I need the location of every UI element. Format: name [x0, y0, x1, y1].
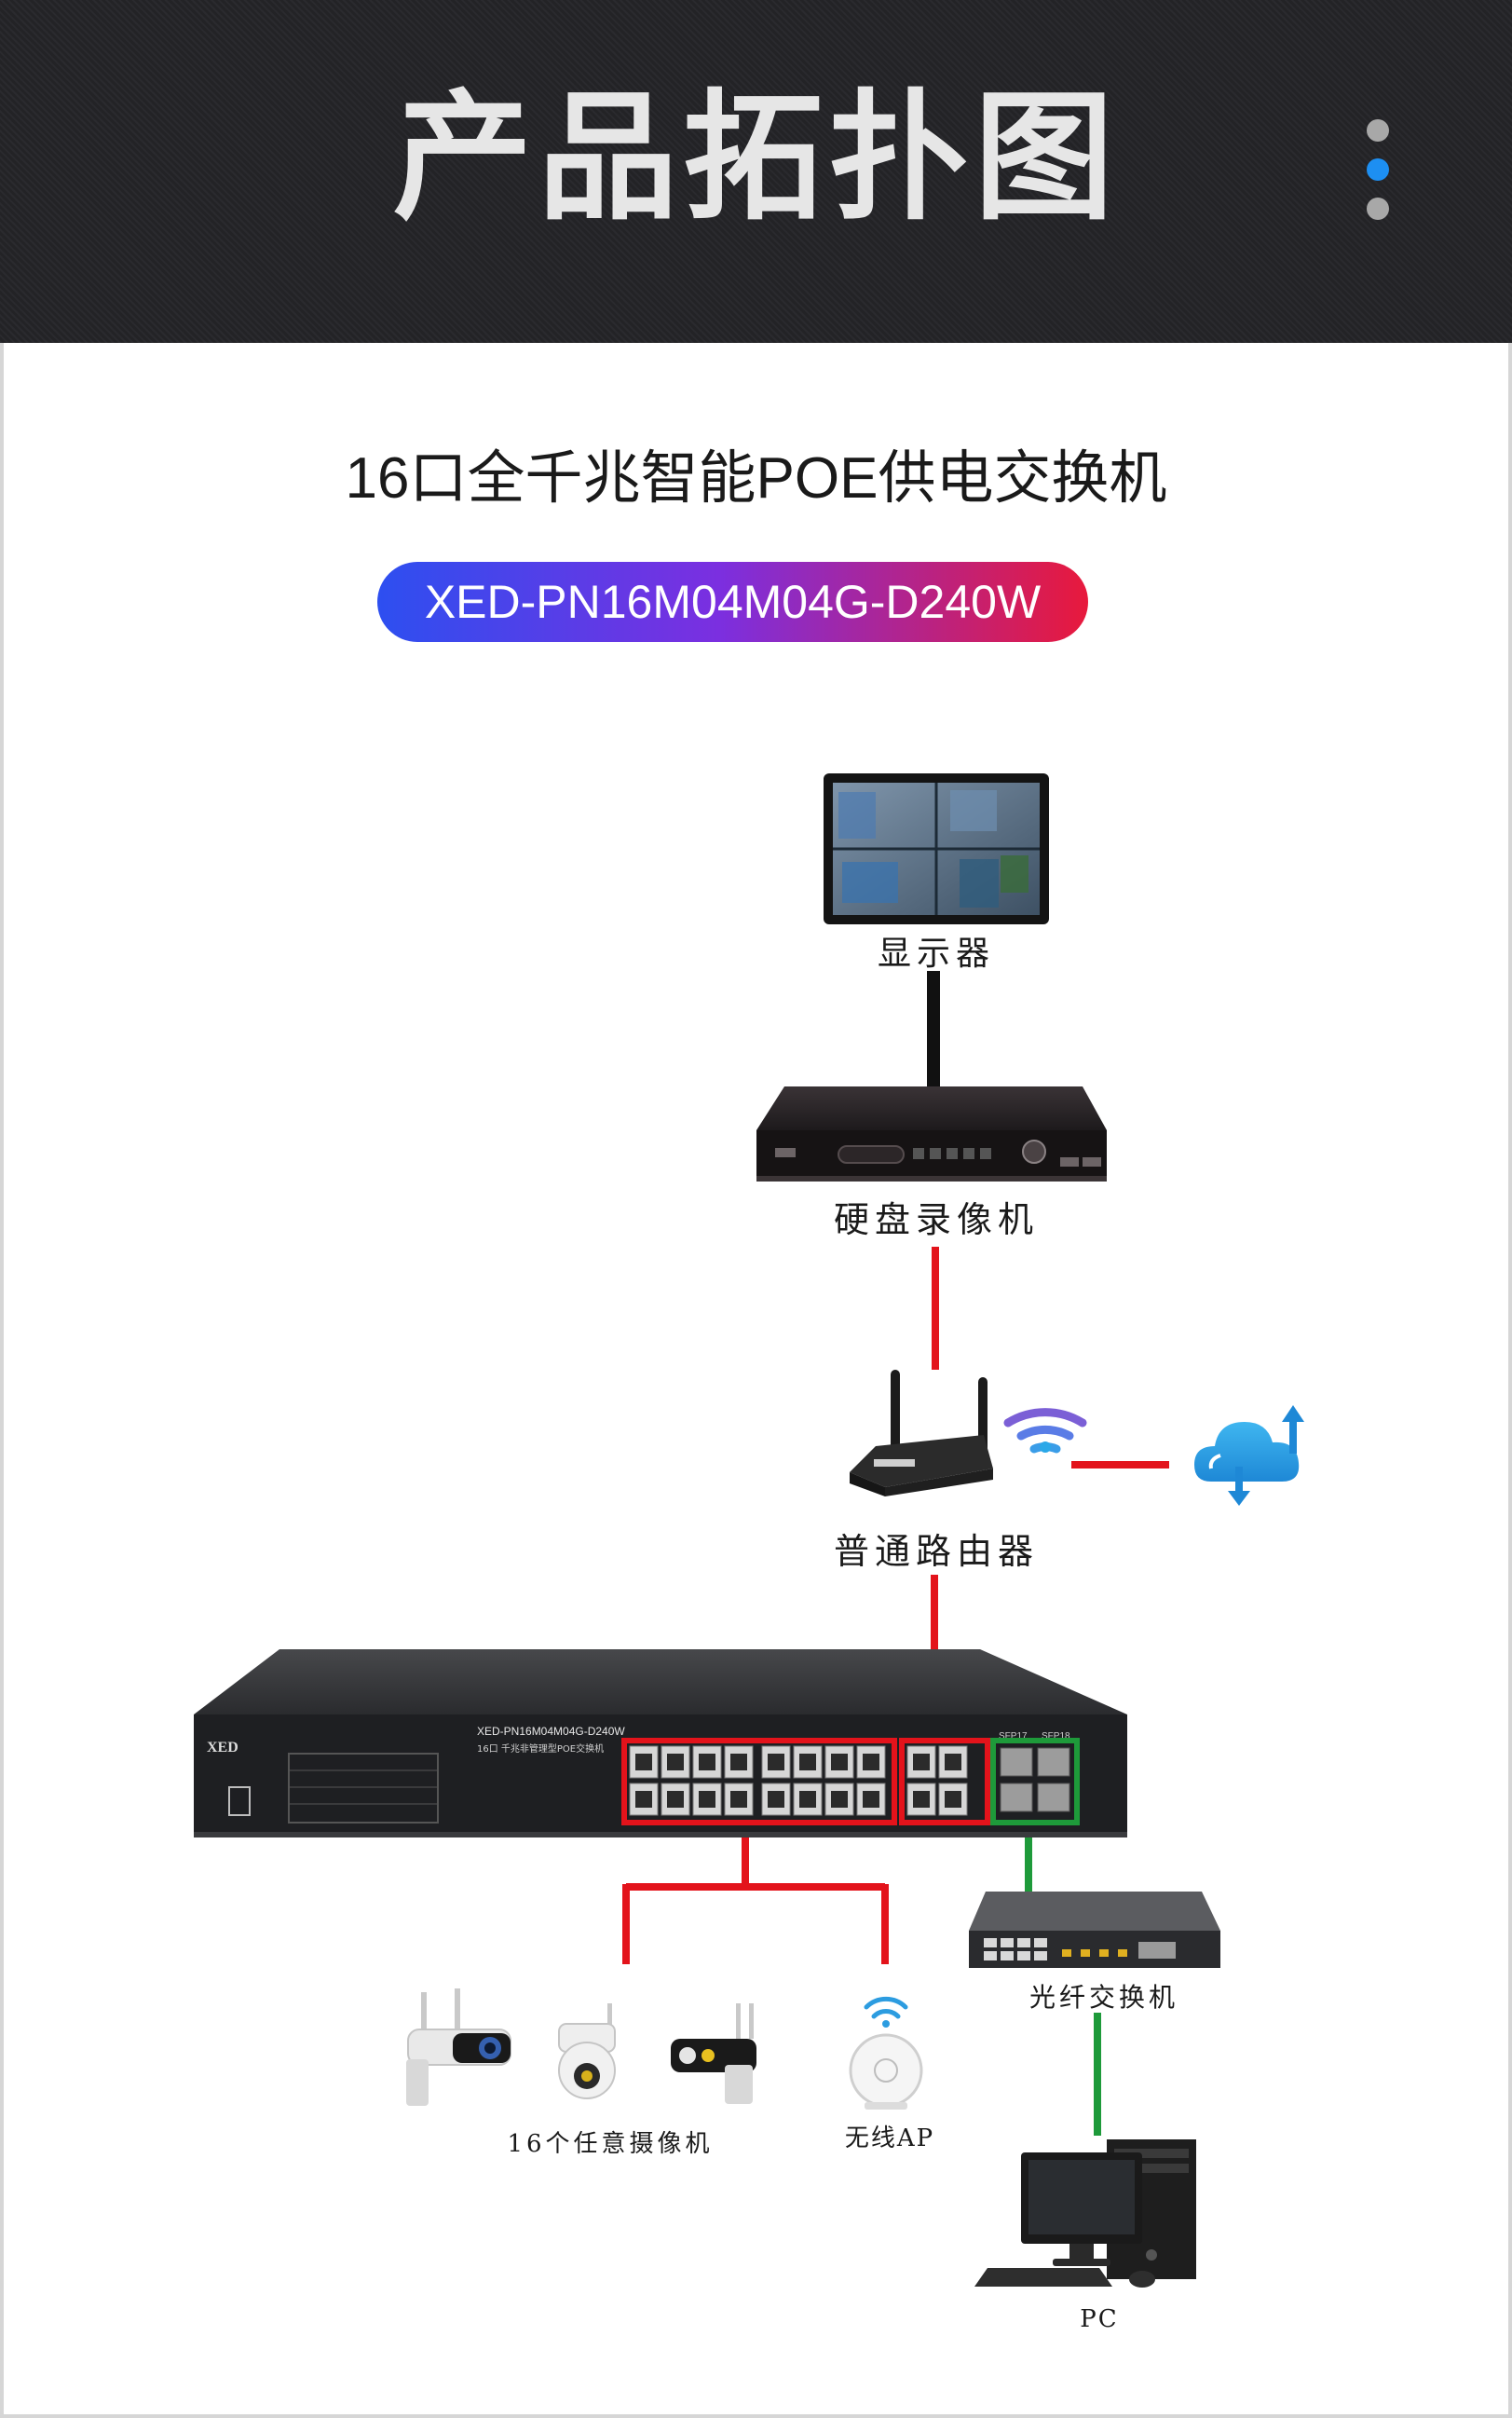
wifi-signal-icon [1003, 1408, 1087, 1454]
switch-port-array [629, 1745, 1070, 1816]
rj45-port-socket [863, 1754, 879, 1770]
sfp-port [1037, 1747, 1070, 1777]
label-nvr: 硬盘录像机 [833, 1199, 1039, 1240]
rj45-port [629, 1783, 659, 1816]
rj45-port-socket [699, 1754, 715, 1770]
rj45-port-socket [799, 1754, 816, 1770]
rj45-port-socket [799, 1791, 816, 1808]
camera-dome-ptz [558, 2003, 616, 2099]
rj45-port-socket [635, 1754, 652, 1770]
cloud-internet-icon [1194, 1405, 1304, 1506]
label-cameras: 16个任意摄像机 [507, 2130, 714, 2158]
switch-subtitle: 16口 千兆非管理型POE交换机 [477, 1742, 604, 1755]
camera-bullet-left [406, 1988, 511, 2106]
page-dot-2-active[interactable] [1367, 158, 1389, 181]
rj45-port-socket [945, 1754, 961, 1770]
wireless-ap-device [849, 1996, 923, 2110]
label-monitor: 显示器 [877, 935, 995, 973]
nvr-device [756, 1086, 1107, 1182]
rj45-port-socket [913, 1791, 930, 1808]
page-title: 产品拓扑图 [392, 77, 1120, 239]
pc-device [974, 2139, 1196, 2288]
page-dot-3[interactable] [1367, 198, 1389, 220]
sfp-ports-highlight [990, 1738, 1080, 1825]
connection-lines [622, 971, 1169, 2136]
rj45-port-socket [699, 1791, 715, 1808]
sfp-port [1000, 1783, 1033, 1812]
rj45-port-socket [913, 1754, 930, 1770]
rj45-port-socket [831, 1754, 848, 1770]
sfp-port [1037, 1783, 1070, 1812]
rj45-port-socket [635, 1791, 652, 1808]
switch-model-text: XED-PN16M04M04G-D240W [477, 1725, 625, 1738]
rj45-port-socket [768, 1791, 784, 1808]
rj45-port-socket [831, 1791, 848, 1808]
poe-ports-highlight [621, 1738, 897, 1825]
content-frame [0, 343, 1512, 2418]
fiber-switch-device [969, 1892, 1220, 1968]
rj45-port [856, 1783, 886, 1816]
sfp-port [1000, 1747, 1033, 1777]
page-dot-1[interactable] [1367, 119, 1389, 142]
rj45-port-socket [945, 1791, 961, 1808]
sfp18-label: SFP18 [1042, 1731, 1070, 1742]
uplink-ports-highlight [899, 1738, 990, 1825]
rj45-port-socket [730, 1791, 747, 1808]
product-title: 16口全千兆智能POE供电交换机 [345, 446, 1167, 511]
label-router: 普通路由器 [833, 1531, 1039, 1572]
poe-switch-device: XED XED-PN16M04M04G-D240W 16口 千兆非管理型POE交… [194, 1649, 1127, 1837]
rj45-port [692, 1745, 722, 1779]
rj45-port-socket [768, 1754, 784, 1770]
header-banner: 产品拓扑图 [0, 0, 1512, 343]
rj45-port-socket [667, 1754, 684, 1770]
monitor-device [824, 773, 1049, 924]
label-wireless-ap: 无线AP [844, 2124, 935, 2152]
rj45-port-socket [863, 1791, 879, 1808]
label-pc: PC [1080, 2305, 1119, 2333]
camera-bullet-right [671, 2003, 756, 2104]
model-badge: XED-PN16M04M04G-D240W [377, 562, 1088, 642]
sfp17-label: SFP17 [999, 1731, 1028, 1742]
rj45-port-socket [730, 1754, 747, 1770]
label-fiber-switch: 光纤交换机 [1028, 1982, 1178, 2013]
router-device [850, 1370, 993, 1496]
rj45-port-socket [667, 1791, 684, 1808]
switch-brand: XED [207, 1740, 238, 1755]
